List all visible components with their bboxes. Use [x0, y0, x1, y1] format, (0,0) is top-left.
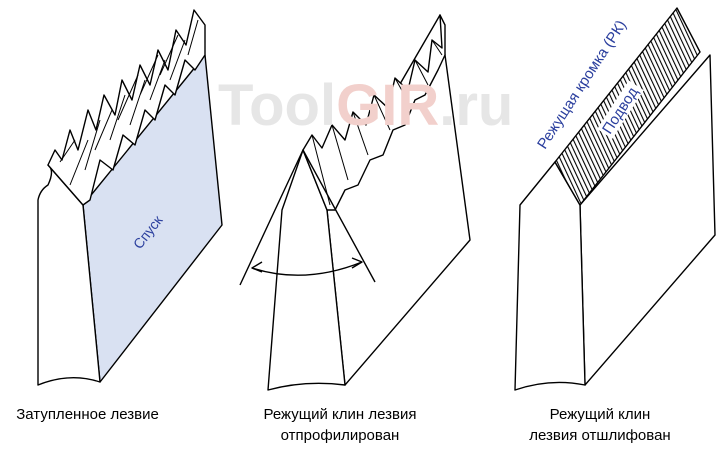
- caption-ground: Режущий клин лезвия отшлифован: [510, 404, 690, 446]
- caption-line: отпрофилирован: [280, 427, 400, 444]
- arc-arrow-right: [351, 257, 363, 269]
- angle-line-left: [239, 149, 304, 286]
- watermark: ToolGIR.ru: [218, 73, 513, 138]
- caption-dull: Затупленное лезвие: [0, 404, 175, 425]
- watermark-part1: Tool: [218, 73, 336, 138]
- serrated-edge: [302, 14, 446, 211]
- caption-line: Режущий клин лезвия: [263, 406, 417, 423]
- side-face: [326, 14, 471, 386]
- caption-line: лезвия отшлифован: [529, 427, 671, 444]
- worn-edge: [47, 9, 206, 206]
- watermark-part3: .ru: [439, 73, 513, 138]
- profiled-blade: [239, 14, 471, 391]
- ground-blade: [514, 7, 716, 391]
- caption-line: Затупленное лезвие: [16, 406, 159, 423]
- caption-line: Режущий клин: [549, 406, 651, 423]
- watermark-part2: GIR: [336, 73, 439, 138]
- angle-arc: [251, 261, 363, 276]
- band-label-bg: [597, 80, 644, 139]
- dull-blade: [37, 9, 223, 386]
- caption-profiled: Режущий клин лезвия отпрофилирован: [240, 404, 440, 446]
- side-face: [37, 164, 101, 386]
- arc-arrow-left: [251, 261, 263, 273]
- angle-line-right: [302, 149, 376, 283]
